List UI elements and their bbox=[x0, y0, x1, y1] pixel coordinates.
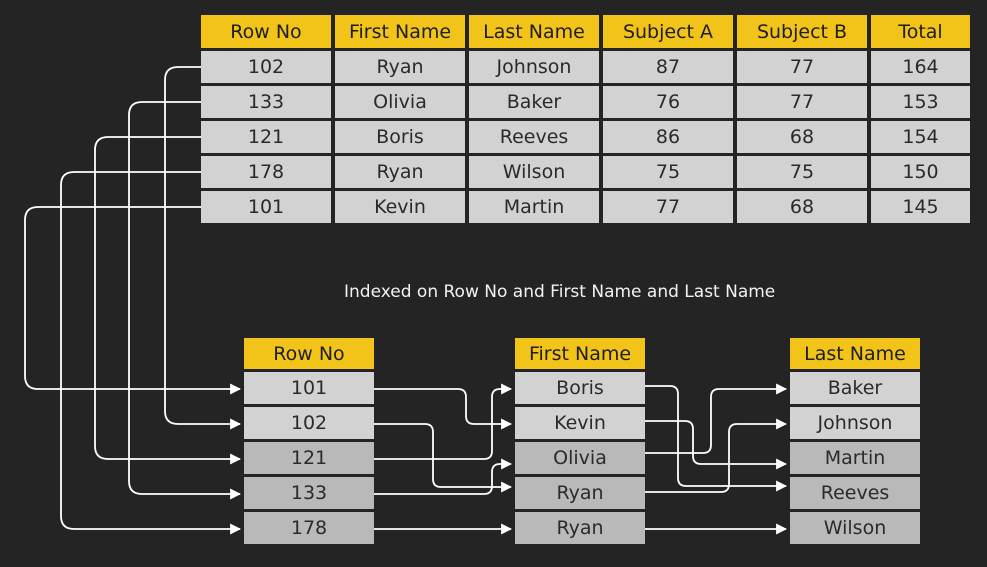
main-cell: 150 bbox=[871, 156, 970, 188]
index-first-name-cell: Ryan bbox=[515, 512, 645, 544]
index-caption: Indexed on Row No and First Name and Las… bbox=[344, 282, 776, 302]
main-cell: Baker bbox=[469, 86, 599, 118]
main-header-first-name: First Name bbox=[335, 15, 465, 48]
main-cell: 75 bbox=[737, 156, 867, 188]
arrow-101-kevin bbox=[374, 388, 513, 430]
main-cell: 133 bbox=[201, 86, 331, 118]
index-first-name-cell: Kevin bbox=[515, 407, 645, 439]
arrow-olivia-baker bbox=[645, 383, 788, 454]
main-header-row-no: Row No bbox=[201, 15, 331, 48]
main-cell: Ryan bbox=[335, 51, 465, 83]
index-row-no-cell: 178 bbox=[244, 512, 374, 544]
index-first-name-cell: Ryan bbox=[515, 477, 645, 509]
main-cell: 87 bbox=[603, 51, 733, 83]
main-cell: Martin bbox=[469, 191, 599, 223]
main-cell: Boris bbox=[335, 121, 465, 153]
arrow-ryan-johnson bbox=[645, 418, 788, 493]
index-header-first-name: First Name bbox=[515, 338, 645, 369]
arrow-121-boris bbox=[374, 383, 513, 460]
main-cell: 68 bbox=[737, 121, 867, 153]
index-first-name-cell: Boris bbox=[515, 372, 645, 404]
index-row-no-cell: 133 bbox=[244, 477, 374, 509]
main-cell: 101 bbox=[201, 191, 331, 223]
main-cell: 178 bbox=[201, 156, 331, 188]
main-cell: Reeves bbox=[469, 121, 599, 153]
arrow-kevin-martin bbox=[645, 420, 788, 470]
main-cell: 153 bbox=[871, 86, 970, 118]
main-cell: 154 bbox=[871, 121, 970, 153]
arrow-102-ryan bbox=[374, 423, 513, 493]
index-row-no-cell: 101 bbox=[244, 372, 374, 404]
main-cell: Ryan bbox=[335, 156, 465, 188]
index-last-name-cell: Reeves bbox=[790, 477, 920, 509]
index-last-name-cell: Martin bbox=[790, 442, 920, 474]
main-cell: 145 bbox=[871, 191, 970, 223]
main-header-last-name: Last Name bbox=[469, 15, 599, 48]
index-row-no-cell: 102 bbox=[244, 407, 374, 439]
main-cell: Kevin bbox=[335, 191, 465, 223]
index-row-no-cell: 121 bbox=[244, 442, 374, 474]
main-cell: 164 bbox=[871, 51, 970, 83]
main-cell: 77 bbox=[603, 191, 733, 223]
main-cell: 121 bbox=[201, 121, 331, 153]
arrow-row-178 bbox=[60, 171, 242, 535]
main-cell: Olivia bbox=[335, 86, 465, 118]
main-cell: 68 bbox=[737, 191, 867, 223]
main-cell: 77 bbox=[737, 51, 867, 83]
main-header-subject-a: Subject A bbox=[603, 15, 733, 48]
main-cell: Wilson bbox=[469, 156, 599, 188]
arrow-row-101 bbox=[24, 206, 242, 395]
main-cell: 102 bbox=[201, 51, 331, 83]
main-cell: Johnson bbox=[469, 51, 599, 83]
index-header-last-name: Last Name bbox=[790, 338, 920, 369]
arrow-133-olivia bbox=[374, 458, 513, 495]
main-header-total: Total bbox=[871, 15, 970, 48]
index-last-name-cell: Johnson bbox=[790, 407, 920, 439]
arrow-boris-reeves bbox=[645, 385, 788, 492]
index-last-name-cell: Wilson bbox=[790, 512, 920, 544]
main-cell: 77 bbox=[737, 86, 867, 118]
main-cell: 86 bbox=[603, 121, 733, 153]
main-header-subject-b: Subject B bbox=[737, 15, 867, 48]
index-first-name-cell: Olivia bbox=[515, 442, 645, 474]
index-last-name-cell: Baker bbox=[790, 372, 920, 404]
main-cell: 75 bbox=[603, 156, 733, 188]
main-cell: 76 bbox=[603, 86, 733, 118]
index-header-row-no: Row No bbox=[244, 338, 374, 369]
